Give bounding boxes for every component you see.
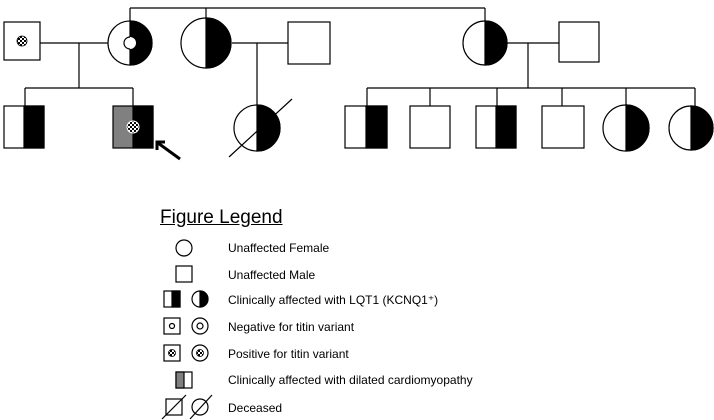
individual-II-7	[541, 105, 585, 149]
legend-label-titin-positive: Positive for titin variant	[228, 347, 349, 361]
legend-label-titin-negative: Negative for titin variant	[228, 320, 355, 334]
legend-label-dcm: Clinically affected with dilated cardiom…	[228, 373, 473, 387]
legend-symbol-titin-negative	[163, 317, 209, 335]
individual-II-8	[602, 104, 650, 152]
pedigree-lines	[24, 7, 696, 106]
individual-II-3	[228, 98, 293, 158]
individual-I-4	[287, 21, 331, 65]
individual-I-5	[462, 20, 508, 66]
legend-symbol-unaffected-female	[175, 239, 193, 257]
legend-label-lqt1: Clinically affected with LQT1 (KCNQ1⁺)	[228, 293, 439, 307]
individual-II-5	[409, 105, 451, 149]
proband-arrow-icon	[155, 140, 181, 161]
legend-symbol-deceased	[161, 394, 213, 420]
individual-I-1	[3, 21, 41, 61]
legend-title: Figure Legend	[160, 207, 283, 228]
individual-II-6	[475, 105, 517, 149]
individual-II-4	[344, 105, 388, 149]
legend-symbol-unaffected-male	[175, 265, 193, 283]
legend-label-unaffected-male: Unaffected Male	[228, 268, 316, 282]
individual-II-9	[668, 105, 714, 151]
legend-label-unaffected-female: Unaffected Female	[228, 241, 330, 255]
individual-II-2-proband	[112, 105, 154, 149]
legend-symbol-dcm	[175, 371, 193, 389]
individual-I-6	[558, 21, 600, 63]
individual-II-1	[3, 105, 45, 149]
legend-symbol-lqt1	[163, 290, 209, 308]
legend-label-deceased: Deceased	[228, 401, 283, 415]
individual-I-3	[180, 17, 232, 69]
legend-symbol-titin-positive	[163, 344, 209, 362]
individual-I-2	[107, 20, 153, 66]
